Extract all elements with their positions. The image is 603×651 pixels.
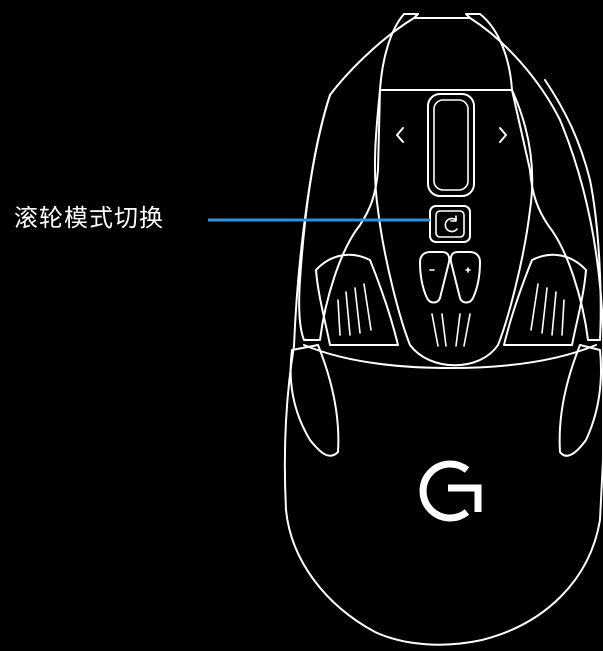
callout-label: 滚轮模式切换 <box>14 204 164 232</box>
right-side-panel <box>503 253 587 346</box>
left-side-panel <box>315 253 399 346</box>
left-vent-slot <box>363 283 372 331</box>
left-vent-slot <box>354 287 361 334</box>
right-vent-slot <box>561 299 565 336</box>
center-vent-slot <box>431 313 439 347</box>
dpi-minus-button[interactable] <box>419 251 451 304</box>
left-vent-slot <box>337 299 341 336</box>
logo-g-icon <box>419 460 470 522</box>
tilt-right-arrow-icon <box>499 127 507 143</box>
center-vent-slot <box>441 313 447 347</box>
scroll-wheel-inner <box>433 99 469 191</box>
right-main-button <box>511 79 602 341</box>
scroll-wheel[interactable] <box>427 93 475 197</box>
dpi-plus-button[interactable] <box>449 251 481 304</box>
right-side-grip <box>558 344 603 457</box>
tilt-left-arrow-icon <box>396 127 404 143</box>
palm-seam <box>303 344 597 369</box>
right-vent-slot <box>541 287 548 334</box>
left-side-grip <box>289 344 340 457</box>
mouse-top-cap <box>379 13 513 91</box>
logo-g-icon-bar <box>448 484 482 512</box>
cycle-icon <box>444 215 458 233</box>
mode-switch-button-inner <box>435 210 465 238</box>
right-vent-slot <box>530 283 539 331</box>
left-vent-slot <box>345 291 351 336</box>
mode-switch-button[interactable] <box>429 205 471 243</box>
center-vent-slot <box>463 313 471 347</box>
right-vent-slot <box>551 291 557 336</box>
center-vent-slot <box>455 313 461 347</box>
left-main-button <box>298 89 381 341</box>
mouse-central-spine <box>373 89 534 367</box>
dpi-plus-icon <box>465 267 471 273</box>
